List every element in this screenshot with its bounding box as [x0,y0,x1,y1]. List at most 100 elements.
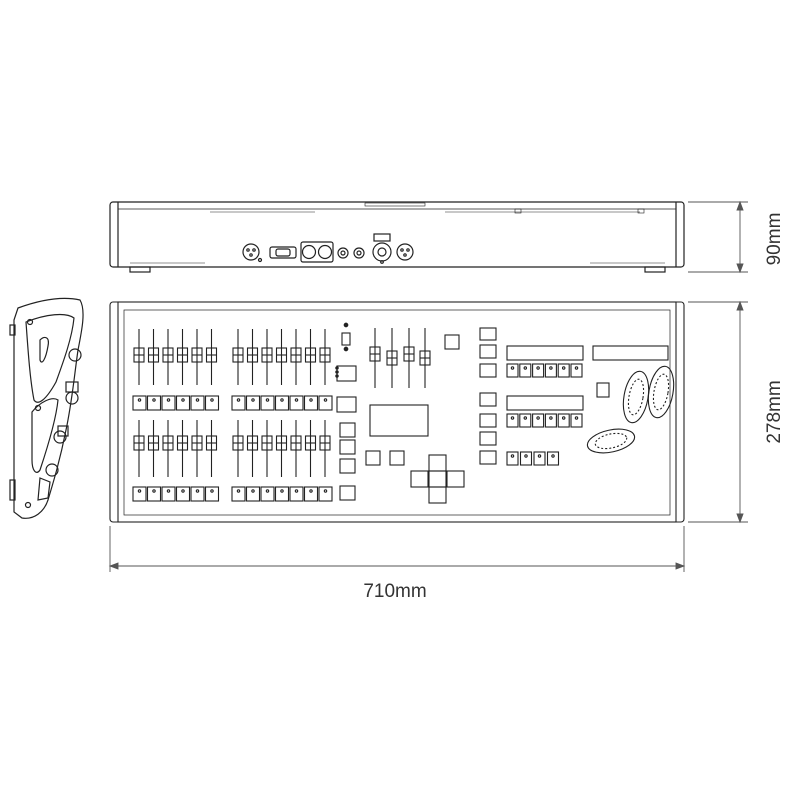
key-led [574,416,579,420]
key-icon [339,458,356,474]
key-icon [506,363,519,378]
key-led [152,398,156,402]
fader-icon [403,328,415,388]
db9-connector-icon [269,246,297,259]
key-icon [204,486,220,502]
fader-icon [261,420,273,477]
key-icon [274,395,290,411]
key-led [309,489,313,493]
key-led [195,489,200,493]
key-icon [570,363,583,378]
key-layer [132,363,583,502]
console-surface [117,301,677,523]
key-icon [596,382,610,398]
key-led [549,416,553,420]
key-row [132,486,220,502]
fader-icon [319,329,331,385]
center-keys [335,322,357,501]
fader-icon [319,420,331,477]
rear-panel-outline [109,201,685,268]
fader-icon [275,420,288,477]
key-led [524,454,528,458]
mid-key-column [479,327,497,465]
xlr5-connector-icon [372,233,392,264]
key-row [506,451,560,466]
key-icon [336,396,357,413]
encoder-wheel-icon [586,428,636,454]
fader-icon [191,420,203,477]
key-led [510,454,515,458]
key-row [231,395,333,411]
key-led [294,489,299,493]
audio-jack-icon [337,247,349,259]
key-led [537,454,542,458]
fader-icon [261,329,273,385]
key-icon [444,334,460,350]
trackball-icon [622,365,675,424]
key-icon [532,413,545,428]
fader-icon [369,328,381,388]
key-icon [245,486,261,502]
fader-icon [147,329,160,385]
fader-icon [162,420,174,477]
key-led [137,398,142,402]
key-led [561,416,566,420]
fader-icon [133,420,145,477]
key-row [506,413,583,428]
xlr-connector-icon [396,243,414,261]
key-led [323,398,328,402]
fader-icon [232,420,244,477]
fader-icon [304,329,317,385]
fader-icon [246,420,259,477]
key-icon [289,486,304,502]
key-led [166,489,171,493]
key-icon [544,363,557,378]
key-icon [132,486,147,502]
key-icon [231,395,246,411]
key-icon [339,439,356,455]
audio-jack-icon [353,247,365,259]
side-profile-icon [9,297,84,519]
key-led [251,398,255,402]
key-led [536,366,540,370]
fader-icon [275,329,288,385]
key-led [265,489,270,493]
height-label: 90mm [764,213,785,266]
fader-icon [246,329,259,385]
key-icon [303,395,319,411]
key-icon [318,486,333,502]
key-led [536,416,540,420]
key-led [510,366,515,370]
key-icon [570,413,583,428]
key-led [551,454,555,458]
key-led [549,366,553,370]
key-led [280,398,284,402]
key-icon [519,413,532,428]
key-icon [557,363,570,378]
fader-icon [162,329,174,385]
fader-icon [232,329,244,385]
key-icon [175,486,191,502]
key-led [236,398,241,402]
key-icon [260,395,275,411]
key-led [181,489,185,493]
key-led [251,489,255,493]
key-icon [519,363,532,378]
key-led [166,398,171,402]
key-led [523,416,528,420]
key-icon [557,413,570,428]
key-icon [289,395,304,411]
key-icon [519,451,533,466]
key-icon [146,486,162,502]
key-led [181,398,185,402]
display-screen-icon [592,345,669,361]
key-led [574,366,579,370]
key-led [294,398,299,402]
depth-label: 278mm [764,380,785,443]
fader-icon [290,329,302,385]
key-icon [365,450,381,466]
rear-view [109,201,685,273]
key-icon [260,486,275,502]
